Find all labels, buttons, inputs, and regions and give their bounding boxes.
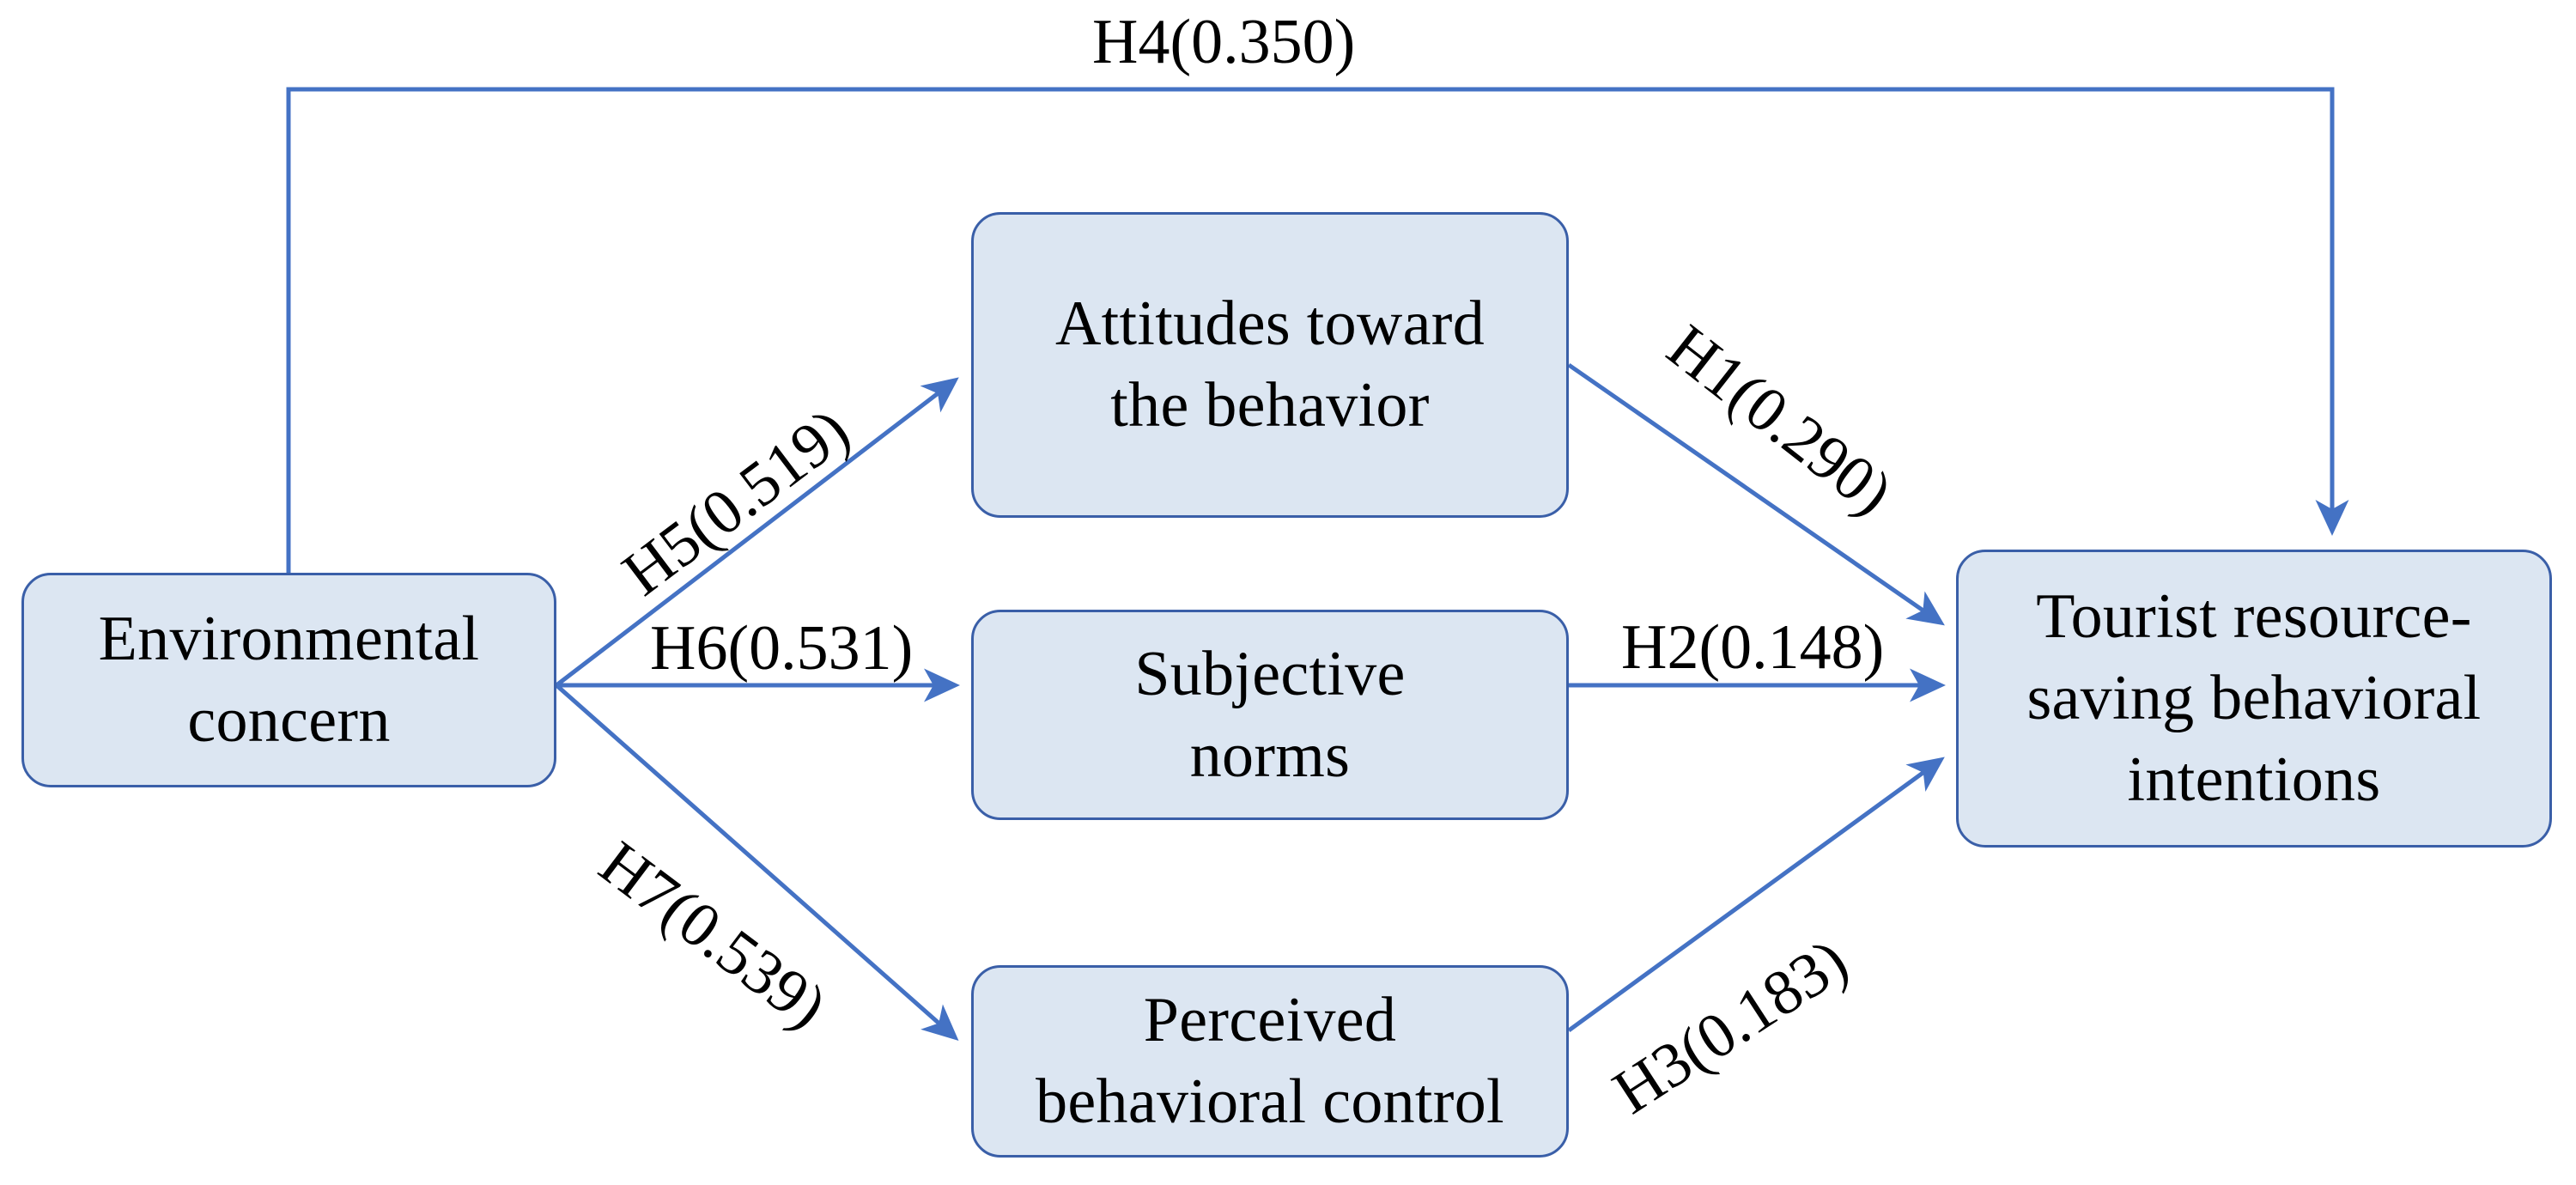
edge-h5-path: [555, 377, 959, 687]
edge-label-h2: H2(0.148): [1621, 612, 1885, 683]
node-label-line: Perceived: [1143, 985, 1397, 1056]
node-attitudes-toward-the-behavior[interactable]: Attitudes toward the behavior: [971, 212, 1569, 518]
edge-label-h4: H4(0.350): [1092, 7, 1356, 77]
node-tourist-resource-saving-behavioral-intentions[interactable]: Tourist resource- saving behavioral inte…: [1956, 550, 2552, 848]
node-label-line: Subjective: [1134, 638, 1406, 709]
node-label-line: intentions: [2127, 744, 2381, 815]
edge-h3-path: [1567, 757, 1945, 1033]
node-label-line: norms: [1189, 720, 1351, 791]
node-subjective-norms[interactable]: Subjective norms: [971, 610, 1569, 820]
node-label-line: behavioral control: [1036, 1066, 1504, 1137]
node-label-line: Attitudes toward: [1054, 289, 1485, 360]
edge-h7-path: [555, 684, 959, 1041]
edge-h4-path: [286, 87, 2349, 573]
node-environmental-concern[interactable]: Environmental concern: [21, 573, 556, 787]
node-perceived-behavioral-control[interactable]: Perceived behavioral control: [971, 965, 1569, 1158]
node-label-line: saving behavioral: [2026, 663, 2482, 734]
node-label-line: Tourist resource-: [2036, 581, 2472, 653]
node-label-line: the behavior: [1110, 370, 1430, 441]
node-label-line: concern: [187, 685, 391, 756]
edge-label-h6: H6(0.531): [650, 613, 914, 684]
node-label-line: Environmental: [98, 604, 480, 675]
edge-h1-path: [1567, 362, 1945, 626]
